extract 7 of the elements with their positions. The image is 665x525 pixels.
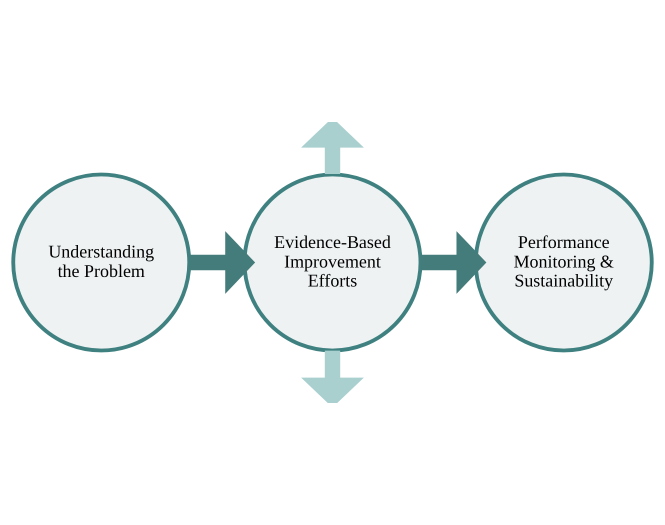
arrow bbox=[301, 350, 364, 403]
node-circle: Evidence-Based Improvement Efforts bbox=[242, 172, 422, 352]
arrow bbox=[301, 122, 364, 174]
arrow bbox=[189, 231, 256, 294]
arrow bbox=[420, 231, 486, 294]
node-circle: Understanding the Problem bbox=[11, 172, 192, 352]
node-circle: Performance Monitoring & Sustainability bbox=[474, 172, 654, 352]
